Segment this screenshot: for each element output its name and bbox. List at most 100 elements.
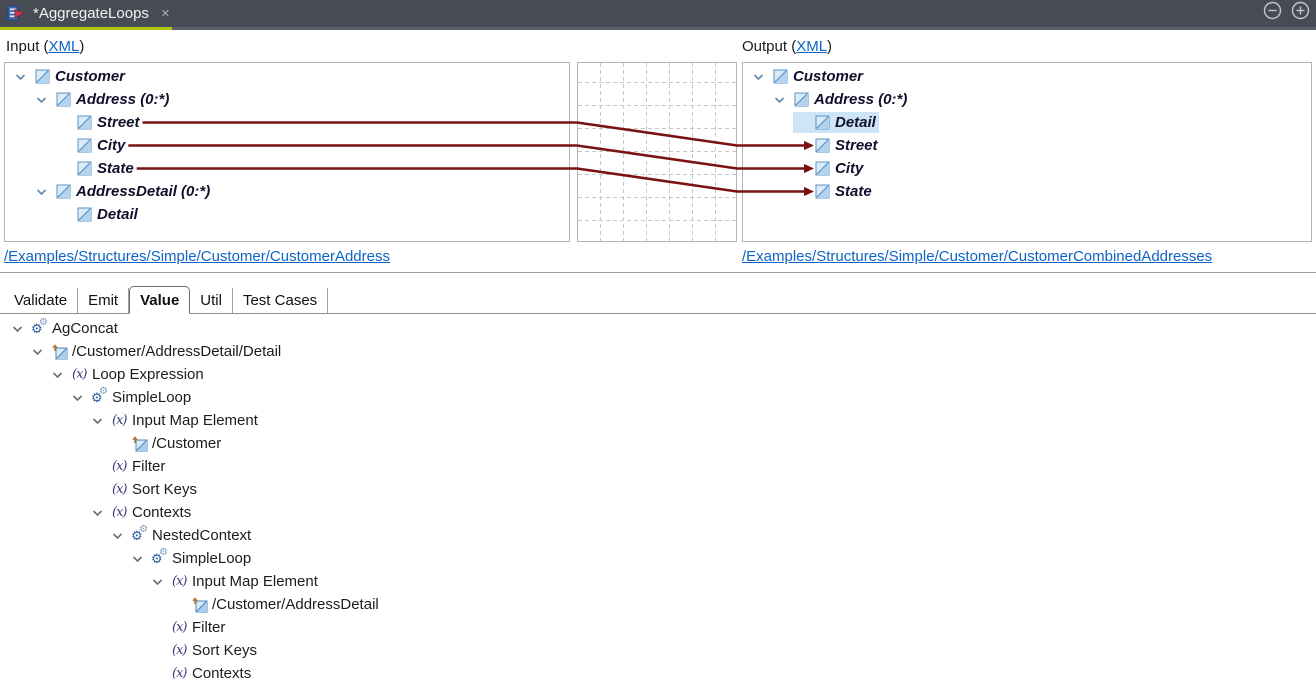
- expander[interactable]: [72, 394, 92, 402]
- output-tree-item-street[interactable]: Street: [743, 134, 1311, 157]
- icon-slot: ⚙⚙: [91, 386, 112, 405]
- tab-value[interactable]: Value: [129, 286, 191, 314]
- value-tree-item-input-map-element[interactable]: (x)Input Map Element: [0, 409, 1316, 432]
- tree-item-label: State: [97, 160, 134, 177]
- value-tree-item-nestedcontext[interactable]: ⚙⚙NestedContext: [0, 524, 1316, 547]
- value-tree-item-agconcat[interactable]: ⚙⚙AgConcat: [0, 317, 1316, 340]
- input-tree-item-city[interactable]: City: [5, 134, 569, 157]
- element-icon: [815, 161, 830, 176]
- input-header-paren: ): [79, 38, 85, 55]
- chevron-down-icon: [15, 73, 26, 80]
- expander[interactable]: [52, 371, 72, 379]
- chevron-down-icon: [52, 371, 63, 378]
- output-header-paren: ): [827, 38, 833, 55]
- function-icon: (x): [172, 574, 188, 589]
- expander[interactable]: [132, 555, 152, 563]
- value-tree-item-loop-expression[interactable]: (x) Loop Expression: [0, 363, 1316, 386]
- function-icon: (x): [72, 367, 88, 382]
- icon-slot: [192, 596, 212, 613]
- icon-slot: [815, 138, 835, 153]
- tree-item-label: Address (0:*): [814, 91, 908, 108]
- expander[interactable]: [112, 532, 132, 540]
- tree-item-label: Filter: [192, 619, 226, 636]
- output-tree-item-customer[interactable]: Customer: [743, 65, 1311, 88]
- expander[interactable]: [12, 325, 32, 333]
- io-headers: Input (XML) Output (XML): [0, 30, 1316, 62]
- icon-slot: (x): [172, 620, 192, 635]
- tree-item-label: Contexts: [192, 665, 252, 680]
- tree-item-label: City: [835, 160, 864, 177]
- icon-slot: [56, 184, 76, 199]
- tree-item-label: Customer: [55, 68, 126, 85]
- output-tree-panel: Customer Address (0:*) Detail Street Cit…: [742, 62, 1312, 242]
- element-icon: [56, 184, 71, 199]
- icon-slot: [132, 435, 152, 452]
- output-tree-item-address-0[interactable]: Address (0:*): [743, 88, 1311, 111]
- tree-item-label: Customer: [793, 68, 864, 85]
- icon-slot: ⚙⚙: [131, 524, 152, 543]
- value-tree-item-sort-keys[interactable]: (x)Sort Keys: [0, 639, 1316, 662]
- expander[interactable]: [32, 348, 52, 356]
- output-tree-item-detail[interactable]: Detail: [743, 111, 1311, 134]
- element-icon: [35, 69, 50, 84]
- value-tree-item-customer-addressdetail[interactable]: /Customer/AddressDetail: [0, 593, 1316, 616]
- tab-emit[interactable]: Emit: [78, 288, 130, 313]
- tab-util[interactable]: Util: [190, 288, 233, 313]
- input-tree-item-state[interactable]: State: [5, 157, 569, 180]
- tab-test-cases[interactable]: Test Cases: [233, 288, 329, 313]
- input-tree-item-street[interactable]: Street: [5, 111, 569, 134]
- output-structure-link[interactable]: /Examples/Structures/Simple/Customer/Cus…: [742, 248, 1213, 265]
- element-icon: [815, 184, 830, 199]
- tree-item-label: Detail: [97, 206, 138, 223]
- chevron-down-icon: [774, 96, 785, 103]
- value-tree-item-input-map-element[interactable]: (x)Input Map Element: [0, 570, 1316, 593]
- app-tab[interactable]: *AggregateLoops ×: [0, 0, 172, 27]
- expander[interactable]: [92, 509, 112, 517]
- expander[interactable]: [774, 96, 794, 104]
- tree-item-label: SimpleLoop: [112, 389, 192, 406]
- value-tree-item-filter[interactable]: (x)Filter: [0, 616, 1316, 639]
- chevron-down-icon: [32, 348, 43, 355]
- value-tree-item-customer-addressdetail-detail[interactable]: /Customer/AddressDetail/Detail: [0, 340, 1316, 363]
- expander[interactable]: [152, 578, 172, 586]
- output-tree-item-state[interactable]: State: [743, 180, 1311, 203]
- plus-circle-button[interactable]: [1291, 1, 1310, 20]
- tree-item-label: Loop Expression: [92, 366, 204, 383]
- minus-circle-button[interactable]: [1263, 1, 1282, 20]
- input-xml-link[interactable]: XML: [48, 38, 80, 55]
- expander[interactable]: [92, 417, 112, 425]
- icon-slot: (x): [112, 413, 132, 428]
- input-tree-item-addressdetail-0[interactable]: AddressDetail (0:*): [5, 180, 569, 203]
- expander[interactable]: [36, 96, 56, 104]
- input-tree-item-customer[interactable]: Customer: [5, 65, 569, 88]
- tree-item-label: Street: [97, 114, 140, 131]
- tab-close-icon[interactable]: ×: [160, 5, 170, 22]
- input-tree-item-address-0[interactable]: Address (0:*): [5, 88, 569, 111]
- tree-item-label: /Customer: [152, 435, 222, 452]
- output-tree-item-city[interactable]: City: [743, 157, 1311, 180]
- element-icon: [56, 92, 71, 107]
- chevron-down-icon: [72, 394, 83, 401]
- tab-validate[interactable]: Validate: [4, 288, 79, 313]
- mapping-canvas: [577, 62, 737, 242]
- value-tree-item-contexts[interactable]: (x)Contexts: [0, 662, 1316, 680]
- value-tree-item-filter[interactable]: (x)Filter: [0, 455, 1316, 478]
- output-header-text: Output (: [742, 38, 797, 55]
- element-ref-icon: [132, 435, 148, 451]
- expander[interactable]: [753, 73, 773, 81]
- chevron-down-icon: [12, 325, 23, 332]
- expander[interactable]: [36, 188, 56, 196]
- value-tree-item-customer[interactable]: /Customer: [0, 432, 1316, 455]
- value-tree-item-simpleloop[interactable]: ⚙⚙SimpleLoop: [0, 386, 1316, 409]
- gears-icon: ⚙⚙: [131, 524, 148, 543]
- input-tree-item-detail[interactable]: Detail: [5, 203, 569, 226]
- window-controls: [1263, 1, 1310, 20]
- chevron-down-icon: [753, 73, 764, 80]
- expander[interactable]: [15, 73, 35, 81]
- value-tree-item-simpleloop[interactable]: ⚙⚙SimpleLoop: [0, 547, 1316, 570]
- output-xml-link[interactable]: XML: [796, 38, 828, 55]
- input-structure-link[interactable]: /Examples/Structures/Simple/Customer/Cus…: [4, 248, 390, 265]
- value-tree-item-contexts[interactable]: (x)Contexts: [0, 501, 1316, 524]
- icon-slot: (x): [172, 666, 192, 680]
- value-tree-item-sort-keys[interactable]: (x)Sort Keys: [0, 478, 1316, 501]
